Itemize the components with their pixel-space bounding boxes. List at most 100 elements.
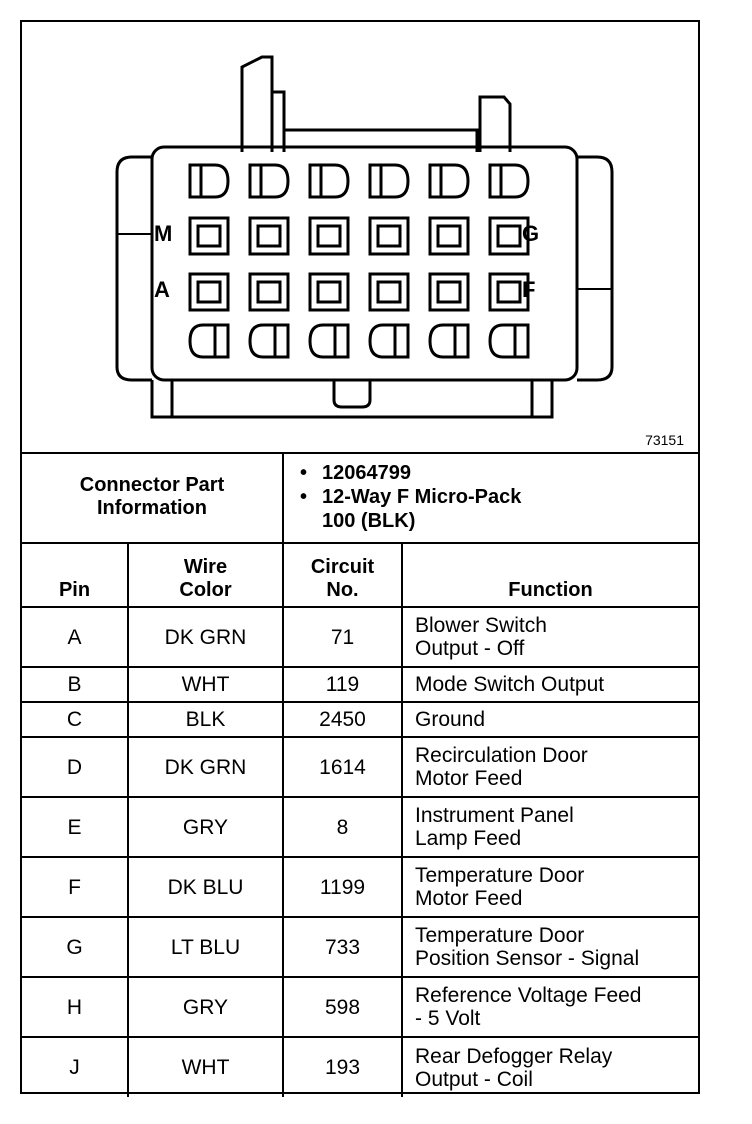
function-line: Output - Off [415,637,525,660]
function-line: Rear Defogger Relay [415,1044,613,1068]
circuit-cell: 598 [282,976,403,1038]
pin-cell: C [22,701,129,738]
function-line: Motor Feed [415,767,523,790]
function-cell: Reference Voltage Feed- 5 Volt [400,976,699,1038]
pin-terminal [188,272,230,312]
pin-cavity-top [248,163,290,199]
circuit-cell: 71 [282,607,403,668]
function-line: Position Sensor - Signal [415,947,640,970]
part-number: 12064799 [300,461,698,485]
wire-color-cell: LT BLU [127,916,284,978]
pin-terminal [308,216,350,256]
wire-color-cell: DK GRN [127,607,284,668]
pin-cell: J [22,1036,129,1097]
figure-number: 73151 [645,432,684,448]
pin-cavity-top [308,163,350,199]
pin-cavity-bottom [188,323,230,359]
pin-cavities [188,163,530,359]
wire-color-cell: WHT [127,666,284,703]
wire-color-cell: DK BLU [127,856,284,918]
connector-description-cont: 100 (BLK) [322,510,416,532]
pin-cavity-bottom [368,323,410,359]
function-line: Recirculation Door [415,744,588,767]
pin-cell: F [22,856,129,918]
pin-cell: A [22,607,129,668]
pin-cell: D [22,736,129,798]
pin-terminal-inner [436,280,462,304]
pin-cavity-bottom [488,323,530,359]
pin-terminal-inner [376,280,402,304]
pin-cell: G [22,916,129,978]
connector-description: 12-Way F Micro-Pack [300,485,698,509]
pin-terminal-inner [436,224,462,248]
pinout-table: Connector Part Information 12064799 12-W… [22,452,699,1097]
pin-terminal [308,272,350,312]
pin-terminal [188,216,230,256]
function-line: Motor Feed [415,887,523,910]
pin-terminal [428,216,470,256]
pin-terminal [428,272,470,312]
pin-cavity-bottom [428,323,470,359]
connector-info-values: 12064799 12-Way F Micro-Pack 100 (BLK) [281,452,699,544]
pin-label-a: A [154,277,170,302]
function-line: Instrument Panel [415,804,574,827]
header-pin: Pin [22,542,129,608]
pin-terminal-inner [496,280,522,304]
function-line: Temperature Door [415,864,585,887]
pin-cavity-bottom [248,323,290,359]
pin-terminal-inner [376,224,402,248]
pin-terminal-inner [256,280,282,304]
pin-terminal-inner [316,280,342,304]
pin-terminal-inner [316,224,342,248]
pin-cell: H [22,976,129,1038]
pin-cavity-top [488,163,530,199]
pin-terminal [248,216,290,256]
pin-terminal-inner [196,280,222,304]
header-function: Function [400,542,699,608]
function-line: Output - Coil [415,1067,533,1091]
wire-color-cell: GRY [127,796,284,858]
circuit-cell: 193 [282,1036,403,1097]
pin-terminal-inner [196,224,222,248]
circuit-cell: 1614 [282,736,403,798]
wire-color-cell: GRY [127,976,284,1038]
wire-color-cell: WHT [127,1036,284,1097]
pin-cavity-top [188,163,230,199]
pin-terminal [368,216,410,256]
pin-cell: E [22,796,129,858]
function-line: Reference Voltage Feed [415,984,642,1007]
pin-label-f: F [522,277,535,302]
pin-terminal [248,272,290,312]
function-line: Temperature Door [415,924,585,947]
pin-terminal-inner [496,224,522,248]
circuit-cell: 733 [282,916,403,978]
circuit-cell: 8 [282,796,403,858]
connector-sheet: M G A F 73151 Connector Part Information… [20,20,700,1097]
function-line: Mode Switch Output [415,673,605,696]
function-line: Blower Switch [415,614,547,637]
circuit-cell: 2450 [282,701,403,738]
wire-color-cell: BLK [127,701,284,738]
connector-face-drawing: M G A F [115,55,614,419]
pin-cavity-top [368,163,410,199]
pin-label-m: M [154,221,172,246]
pin-label-g: G [522,221,539,246]
pin-terminal-inner [256,224,282,248]
circuit-cell: 119 [282,666,403,703]
connector-info-label: Connector Part Information [22,452,284,544]
